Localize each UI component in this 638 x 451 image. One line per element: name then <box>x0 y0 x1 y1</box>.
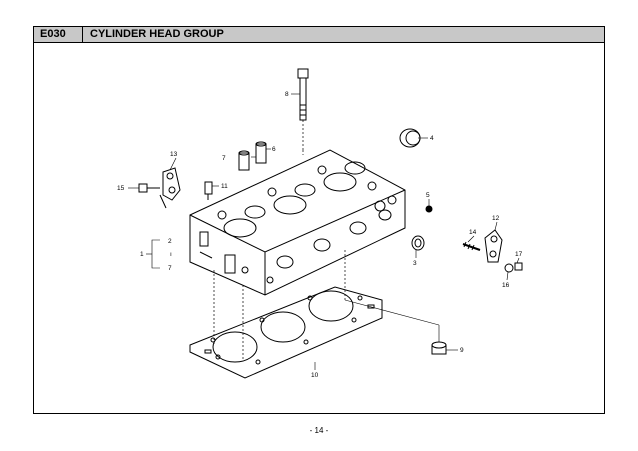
callout-17: 17 <box>515 251 523 258</box>
callout-5: 5 <box>426 192 430 199</box>
diagram-frame: E030 CYLINDER HEAD GROUP <box>33 26 605 414</box>
plug-5-drawing <box>425 205 433 213</box>
callout-4: 4 <box>430 135 434 142</box>
section-code: E030 <box>40 28 66 40</box>
callout-10: 10 <box>311 372 319 379</box>
header-divider <box>82 27 83 42</box>
callout-9: 9 <box>460 347 464 354</box>
washer-16-drawing <box>504 263 514 273</box>
cap-4-drawing <box>399 128 421 148</box>
callout-11: 11 <box>221 183 228 190</box>
callout-7: 7 <box>222 155 226 162</box>
stud-14-drawing <box>462 241 481 251</box>
glow-plug-11-drawing <box>204 181 213 200</box>
bracket-12-drawing <box>484 229 503 263</box>
head-gasket-drawing <box>189 286 383 379</box>
seal-3-drawing <box>411 235 425 251</box>
callout-leaders <box>128 93 520 370</box>
sleeve-6-drawing <box>255 141 267 164</box>
callout-1: 1 <box>140 251 144 258</box>
nut-17-drawing <box>514 262 523 271</box>
callout-2b: ı <box>170 251 172 258</box>
section-header: E030 CYLINDER HEAD GROUP <box>34 27 604 43</box>
sleeve-7-drawing <box>238 150 250 171</box>
callout-2: 2 <box>168 238 172 245</box>
callout-8: 8 <box>285 91 289 98</box>
cylinder-head-drawing <box>189 149 406 296</box>
callout-16: 16 <box>502 282 510 289</box>
alignment-lines <box>213 150 346 360</box>
bolt-8-drawing <box>297 68 309 150</box>
bracket-13-drawing <box>159 167 181 209</box>
callout-6: 6 <box>272 146 276 153</box>
section-title: CYLINDER HEAD GROUP <box>90 28 224 40</box>
bolt-15-drawing <box>138 183 160 193</box>
callout-7b: 7 <box>168 265 172 272</box>
callout-12: 12 <box>492 215 500 222</box>
callout-13: 13 <box>170 151 178 158</box>
callout-14: 14 <box>469 229 477 236</box>
callout-15: 15 <box>117 185 125 192</box>
callout-3: 3 <box>413 260 417 267</box>
callout-labels: 8 4 7 6 5 3 13 15 11 14 12 17 16 9 10 1 … <box>117 91 523 379</box>
cap-9-drawing <box>431 341 447 355</box>
page-number: - 14 - <box>309 426 329 435</box>
